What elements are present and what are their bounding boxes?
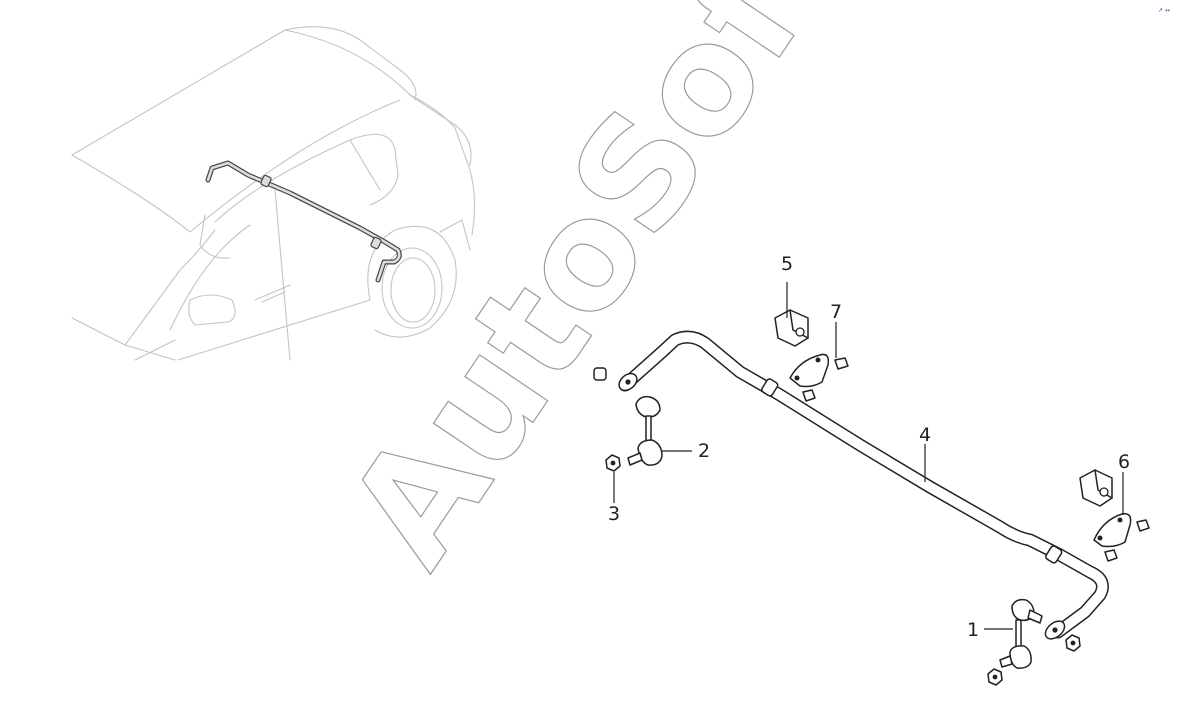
- bushing-right: [1079, 469, 1113, 507]
- nut-lower-b: [1065, 634, 1081, 652]
- callout-6: 6: [1118, 451, 1130, 473]
- bolt-left-b: [802, 389, 816, 402]
- nut-lower-a: [987, 668, 1003, 686]
- callout-7: 7: [830, 301, 842, 323]
- callout-4: 4: [919, 424, 931, 446]
- corner-mark: ↗ ↔: [1158, 7, 1170, 14]
- bushing-left: [774, 309, 809, 347]
- bracket-right: [1093, 512, 1132, 548]
- stabilizer-link-upper: [627, 395, 663, 466]
- bracket-left: [789, 353, 830, 388]
- callout-2: 2: [698, 440, 710, 462]
- watermark-text: AutoSoft: [316, 0, 877, 595]
- leader-lines: [613, 282, 1124, 630]
- vehicle-overview-illustration: [71, 26, 476, 361]
- nut-upper: [605, 454, 621, 472]
- callout-5: 5: [781, 253, 793, 275]
- watermark: AutoSoft: [315, 0, 877, 596]
- bolt-left-a: [834, 357, 849, 370]
- bolt-right-a: [1136, 519, 1150, 532]
- stabilizer-link-lower: [999, 598, 1043, 669]
- callout-3: 3: [608, 503, 620, 525]
- stabilizer-bar: [593, 330, 1109, 640]
- callout-1: 1: [967, 619, 979, 641]
- bolt-right-b: [1104, 549, 1118, 562]
